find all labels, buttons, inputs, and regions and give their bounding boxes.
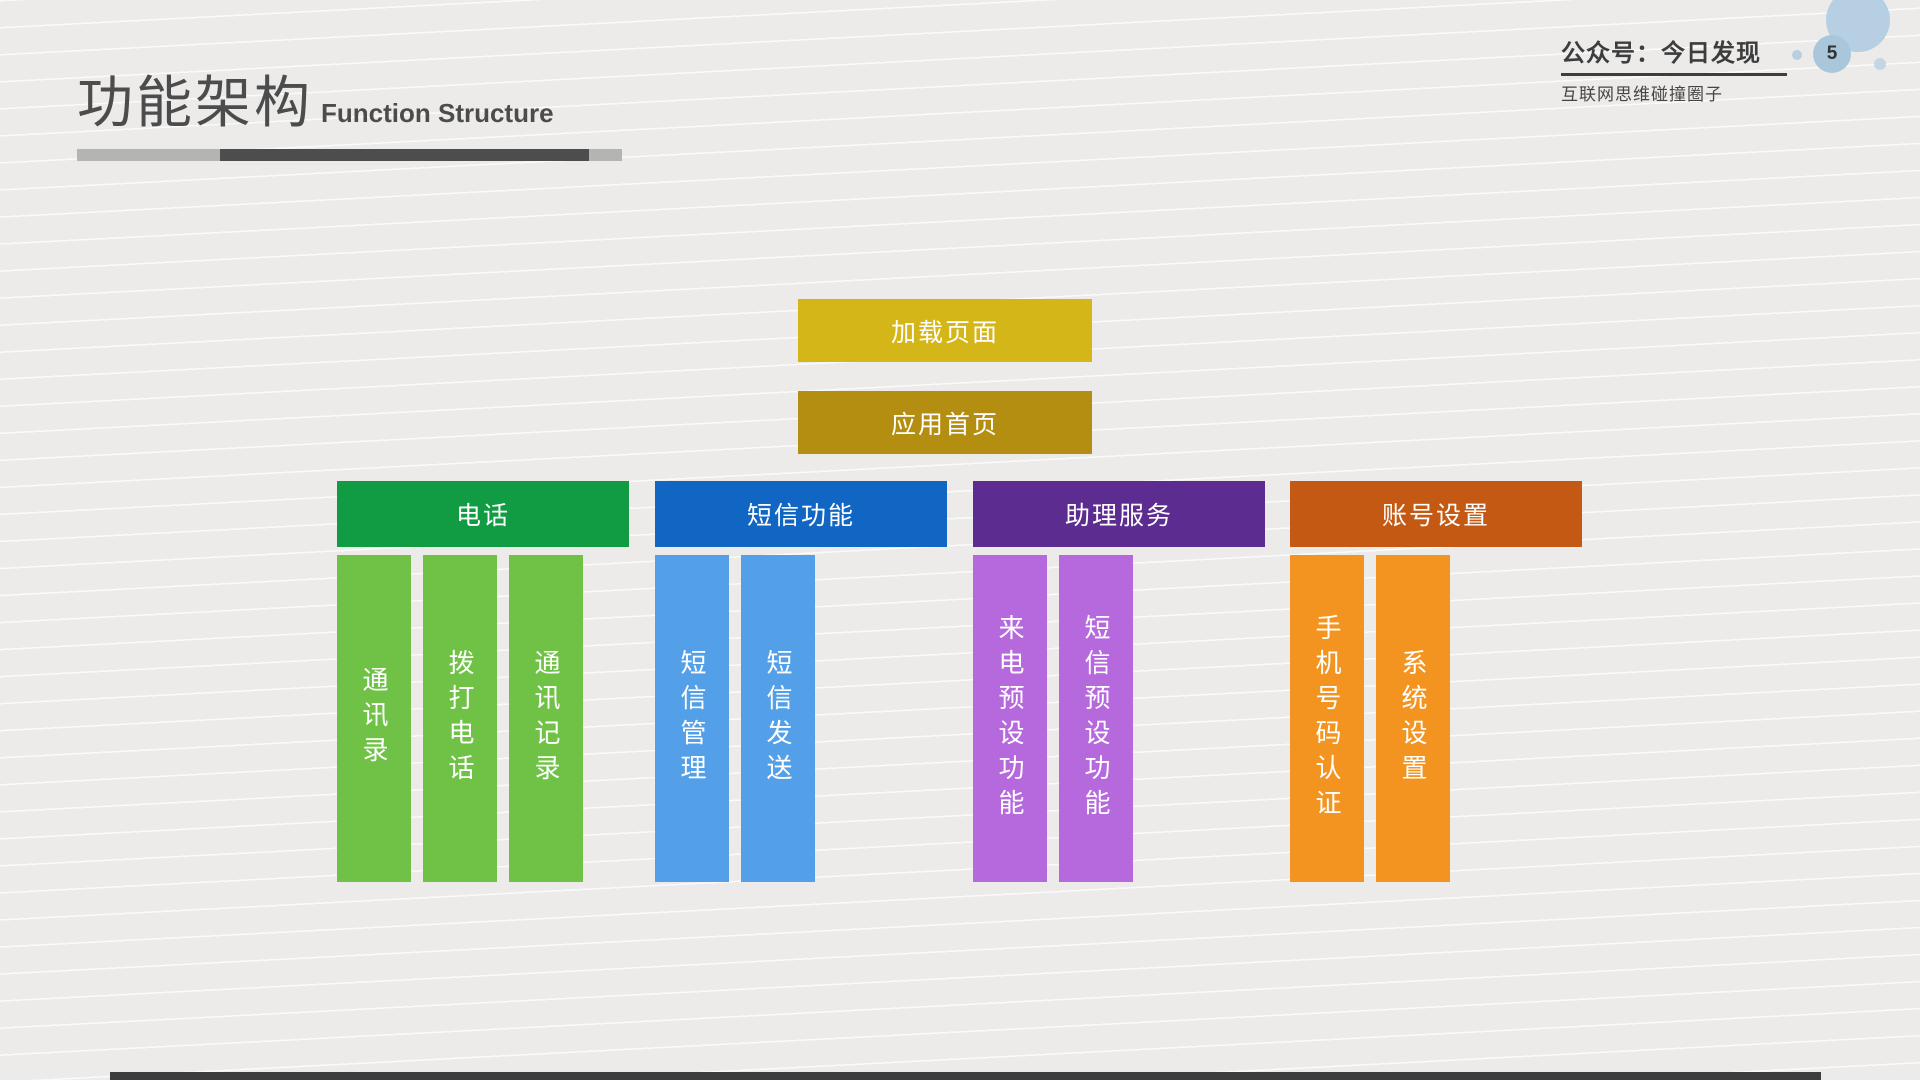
child-label: 系统设置 <box>1398 648 1428 789</box>
child-label: 通讯录 <box>359 666 389 771</box>
branch-4: 账号设置手机号码认证 系统设置 <box>1290 481 1582 882</box>
title-chinese: 功能架构 <box>77 71 313 134</box>
decorative-dot <box>1792 50 1802 60</box>
child-bar: 手机号码认证 <box>1290 555 1364 882</box>
child-bar: 通讯录 <box>337 555 411 882</box>
branch-header: 电话 <box>337 481 629 547</box>
child-bar: 短信发送 <box>741 555 815 882</box>
title-underline <box>77 149 622 161</box>
child-bar: 拨打电话 <box>423 555 497 882</box>
child-label: 通讯记录 <box>531 648 561 789</box>
child-bar: 系统设置 <box>1376 555 1450 882</box>
branch-header: 短信功能 <box>655 481 947 547</box>
branch-2: 短信功能短信管理 短信发送 <box>655 481 947 882</box>
branch-children: 通讯录 拨打电话 通讯记录 <box>337 555 629 882</box>
page-number-badge: 5 <box>1813 35 1851 73</box>
title-underline-segment <box>589 149 622 161</box>
decorative-dot <box>1874 58 1886 70</box>
watermark-rule <box>1561 73 1787 76</box>
branch-3: 助理服务来电预设功能 短信预设功能 <box>973 481 1265 882</box>
title-underline-segment <box>220 149 589 161</box>
branch-children: 手机号码认证 系统设置 <box>1290 555 1582 882</box>
child-bar: 通讯记录 <box>509 555 583 882</box>
watermark-line2: 互联网思维碰撞圈子 <box>1561 85 1723 104</box>
node-loading-page: 加载页面 <box>798 299 1092 362</box>
page-title: 功能架构 Function Structure <box>77 58 554 139</box>
child-label: 短信管理 <box>677 648 707 789</box>
branch-children: 来电预设功能 短信预设功能 <box>973 555 1265 882</box>
title-english: Function Structure <box>321 98 554 128</box>
child-label: 来电预设功能 <box>995 613 1025 824</box>
child-label: 拨打电话 <box>445 648 475 789</box>
branch-header: 账号设置 <box>1290 481 1582 547</box>
child-label: 短信预设功能 <box>1081 613 1111 824</box>
branch-header: 助理服务 <box>973 481 1265 547</box>
child-bar: 短信预设功能 <box>1059 555 1133 882</box>
branch-1: 电话通讯录 拨打电话 通讯记录 <box>337 481 629 882</box>
child-bar: 来电预设功能 <box>973 555 1047 882</box>
child-label: 短信发送 <box>763 648 793 789</box>
watermark-line1: 公众号：今日发现 <box>1561 40 1761 67</box>
title-underline-segment <box>77 149 220 161</box>
branch-children: 短信管理 短信发送 <box>655 555 947 882</box>
node-app-home: 应用首页 <box>798 391 1092 454</box>
watermark: 公众号：今日发现 互联网思维碰撞圈子 <box>1561 33 1787 105</box>
bottom-bar <box>110 1072 1821 1080</box>
child-label: 手机号码认证 <box>1312 613 1342 824</box>
child-bar: 短信管理 <box>655 555 729 882</box>
